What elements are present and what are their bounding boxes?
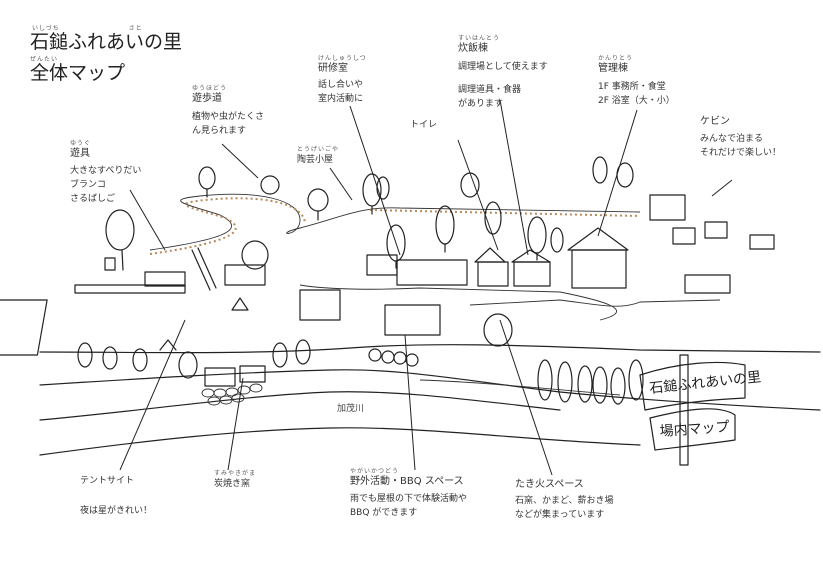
- promenade-path: [149, 193, 641, 251]
- label-promenade: ゆうほどう 遊歩道 植物や虫がたくさ ん見られます: [192, 85, 264, 138]
- promenade-ruby: ゆうほどう: [192, 85, 228, 92]
- playground-equipment: [74, 247, 217, 294]
- training-room-line: 室内活動に: [318, 94, 364, 104]
- cabin-heading: ケビン: [700, 116, 730, 127]
- signboard-bottom-text: 場内マップ: [659, 419, 730, 440]
- title-ruby-sato: さと: [128, 25, 143, 32]
- leader-lines: [119, 99, 733, 476]
- campfire-heading: たき火スペース: [515, 479, 584, 490]
- label-toilet: トイレ: [410, 118, 437, 132]
- cooking-building-line: 調理道具・食器: [458, 85, 522, 95]
- training-room-line: 話し合いや: [318, 80, 364, 90]
- label-playground: ゆうぐ 遊具 大きなすべりだい ブランコ さるばしご: [70, 140, 141, 206]
- management-building-line: 2F 浴室（大・小）: [598, 96, 675, 106]
- charcoal-kiln-ruby: すみやきがま: [214, 470, 257, 477]
- playground-ruby: ゆうぐ: [70, 140, 92, 147]
- tent-site-line: 夜は星がきれい！: [80, 506, 153, 516]
- river-label: 加茂川: [337, 404, 365, 414]
- campfire-line: などが集まっています: [515, 510, 605, 520]
- tent-site-tent-icon: [159, 339, 177, 351]
- tent-icon: [231, 297, 249, 311]
- training-room-heading: 研修室: [318, 63, 348, 74]
- promenade-fence-west: [149, 197, 306, 255]
- map-title: いしづち さと 石鎚ふれあいの里 ぜんたい 全体マップ: [30, 25, 182, 84]
- title-name: 石鎚ふれあいの里: [30, 31, 183, 53]
- management-building-heading: 管理棟: [598, 63, 628, 74]
- management-building-ruby: かんりとう: [598, 55, 634, 62]
- outdoor-bbq-ruby: やがいかつどう: [350, 468, 400, 475]
- charcoal-kiln-heading: 炭焼き窯: [214, 479, 251, 489]
- promenade-fence-east: [369, 209, 641, 217]
- subtitle-ruby: ぜんたい: [30, 56, 59, 63]
- river-bank-lower: [39, 427, 641, 456]
- title-ruby-ishizuchi: いしづち: [32, 25, 60, 32]
- pottery-hut-ruby: とうげいごや: [297, 146, 340, 153]
- label-outdoor-bbq: やがいかつどう 野外活動・BBQ スペース 雨でも屋根の下で体験活動や BBQ …: [350, 468, 467, 520]
- label-cabin: ケビン みんなで泊まる それだけで楽しい！: [700, 115, 781, 160]
- river-bank-mid: [39, 391, 561, 421]
- cooking-building-ruby: すいはんとう: [458, 35, 501, 42]
- training-room-ruby: けんしゅうしつ: [318, 55, 367, 62]
- title-subtitle: 全体マップ: [30, 62, 126, 84]
- label-tent-site: テントサイト 夜は星がきれい！: [80, 474, 152, 518]
- promenade-line: 植物や虫がたくさ: [192, 112, 265, 122]
- outdoor-bbq-line: BBQ ができます: [350, 508, 418, 518]
- buildings: [0, 194, 775, 387]
- playground-heading: 遊具: [70, 148, 90, 159]
- river-bank-upper: [39, 369, 821, 411]
- playground-line: ブランコ: [70, 180, 107, 190]
- cooking-building-line: 調理場として使えます: [458, 62, 548, 72]
- label-training-room: けんしゅうしつ 研修室 話し合いや 室内活動に: [318, 55, 367, 106]
- playground-line: 大きなすべりだい: [70, 166, 142, 176]
- playground-line: さるばしご: [70, 194, 116, 204]
- tent-site-heading: テントサイト: [80, 476, 135, 486]
- cabin-line: みんなで泊まる: [700, 134, 764, 144]
- stone-wall: [201, 383, 263, 406]
- outdoor-bbq-line: 雨でも屋根の下で体験活動や: [350, 494, 468, 504]
- title-ruby: いしづち さと: [32, 25, 182, 32]
- trees-field: [77, 313, 644, 405]
- cabin-line: それだけで楽しい！: [700, 148, 782, 158]
- road-upper: [299, 284, 617, 321]
- label-campfire: たき火スペース 石窯、かまど、薪おき場 などが集まっています: [515, 478, 614, 522]
- signboard: [639, 354, 746, 466]
- label-management-building: かんりとう 管理棟 1F 事務所・食堂 2F 浴室（大・小）: [598, 55, 675, 108]
- label-cooking-building: すいはんとう 炊飯棟 調理場として使えます 調理道具・食器 があります: [458, 35, 548, 111]
- cooking-building-heading: 炊飯棟: [458, 43, 488, 54]
- management-building-line: 1F 事務所・食堂: [598, 82, 666, 92]
- pottery-hut-heading: 陶芸小屋: [297, 155, 334, 165]
- label-charcoal-kiln: すみやきがま 炭焼き窯: [214, 470, 256, 491]
- campfire-line: 石窯、かまど、薪おき場: [515, 496, 614, 506]
- label-pottery-hut: とうげいごや 陶芸小屋: [297, 146, 339, 167]
- promenade-heading: 遊歩道: [192, 93, 222, 104]
- road-lower: [469, 299, 721, 307]
- cooking-building-line: があります: [458, 99, 504, 109]
- outdoor-bbq-heading: 野外活動・BBQ スペース: [350, 476, 464, 487]
- trees-hillside: [105, 156, 634, 271]
- toilet-heading: トイレ: [410, 120, 438, 130]
- field-edge: [39, 344, 821, 354]
- promenade-line: ん見られます: [192, 126, 247, 136]
